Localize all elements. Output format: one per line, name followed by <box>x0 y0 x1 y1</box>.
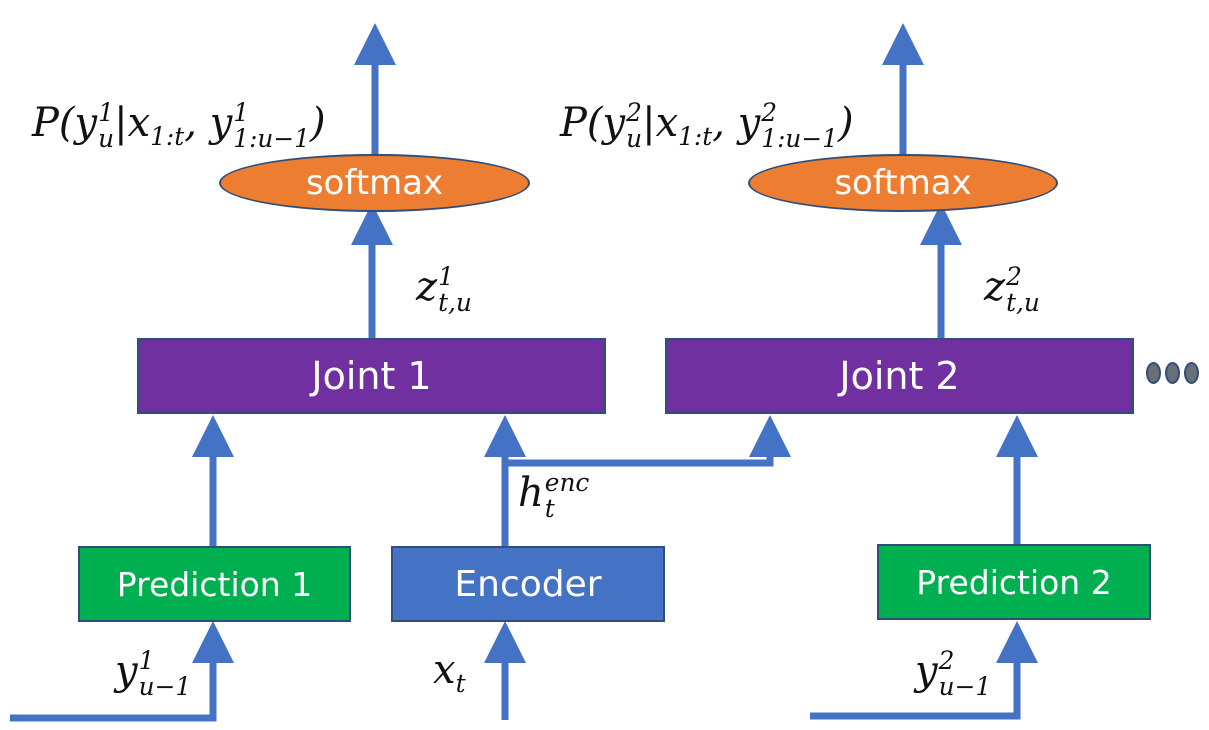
prediction-2: Prediction 2 <box>877 544 1151 620</box>
prediction-1: Prediction 1 <box>78 546 351 622</box>
arrow-y2-input <box>810 621 1038 720</box>
x-t-label: xt <box>433 647 466 698</box>
encoder: Encoder <box>391 546 665 622</box>
softmax-1: softmax <box>219 154 530 212</box>
joint-1-label: Joint 1 <box>311 354 432 398</box>
prediction-1-label: Prediction 1 <box>116 564 313 604</box>
continuation-dot-icon <box>1165 362 1180 384</box>
continuation-dot-icon <box>1184 362 1199 384</box>
joint-1: Joint 1 <box>137 338 606 414</box>
arrow-encoder-joint2 <box>505 415 791 467</box>
encoder-label: Encoder <box>454 563 602 605</box>
continuation-dot-icon <box>1146 362 1161 384</box>
joint-2: Joint 2 <box>665 338 1134 414</box>
softmax-1-label: softmax <box>305 163 444 203</box>
prediction-2-label: Prediction 2 <box>916 562 1112 602</box>
softmax-2-label: softmax <box>834 163 972 203</box>
arrow-y1-input <box>10 621 234 722</box>
softmax-2: softmax <box>748 154 1058 212</box>
joint-2-label: Joint 2 <box>839 354 960 398</box>
